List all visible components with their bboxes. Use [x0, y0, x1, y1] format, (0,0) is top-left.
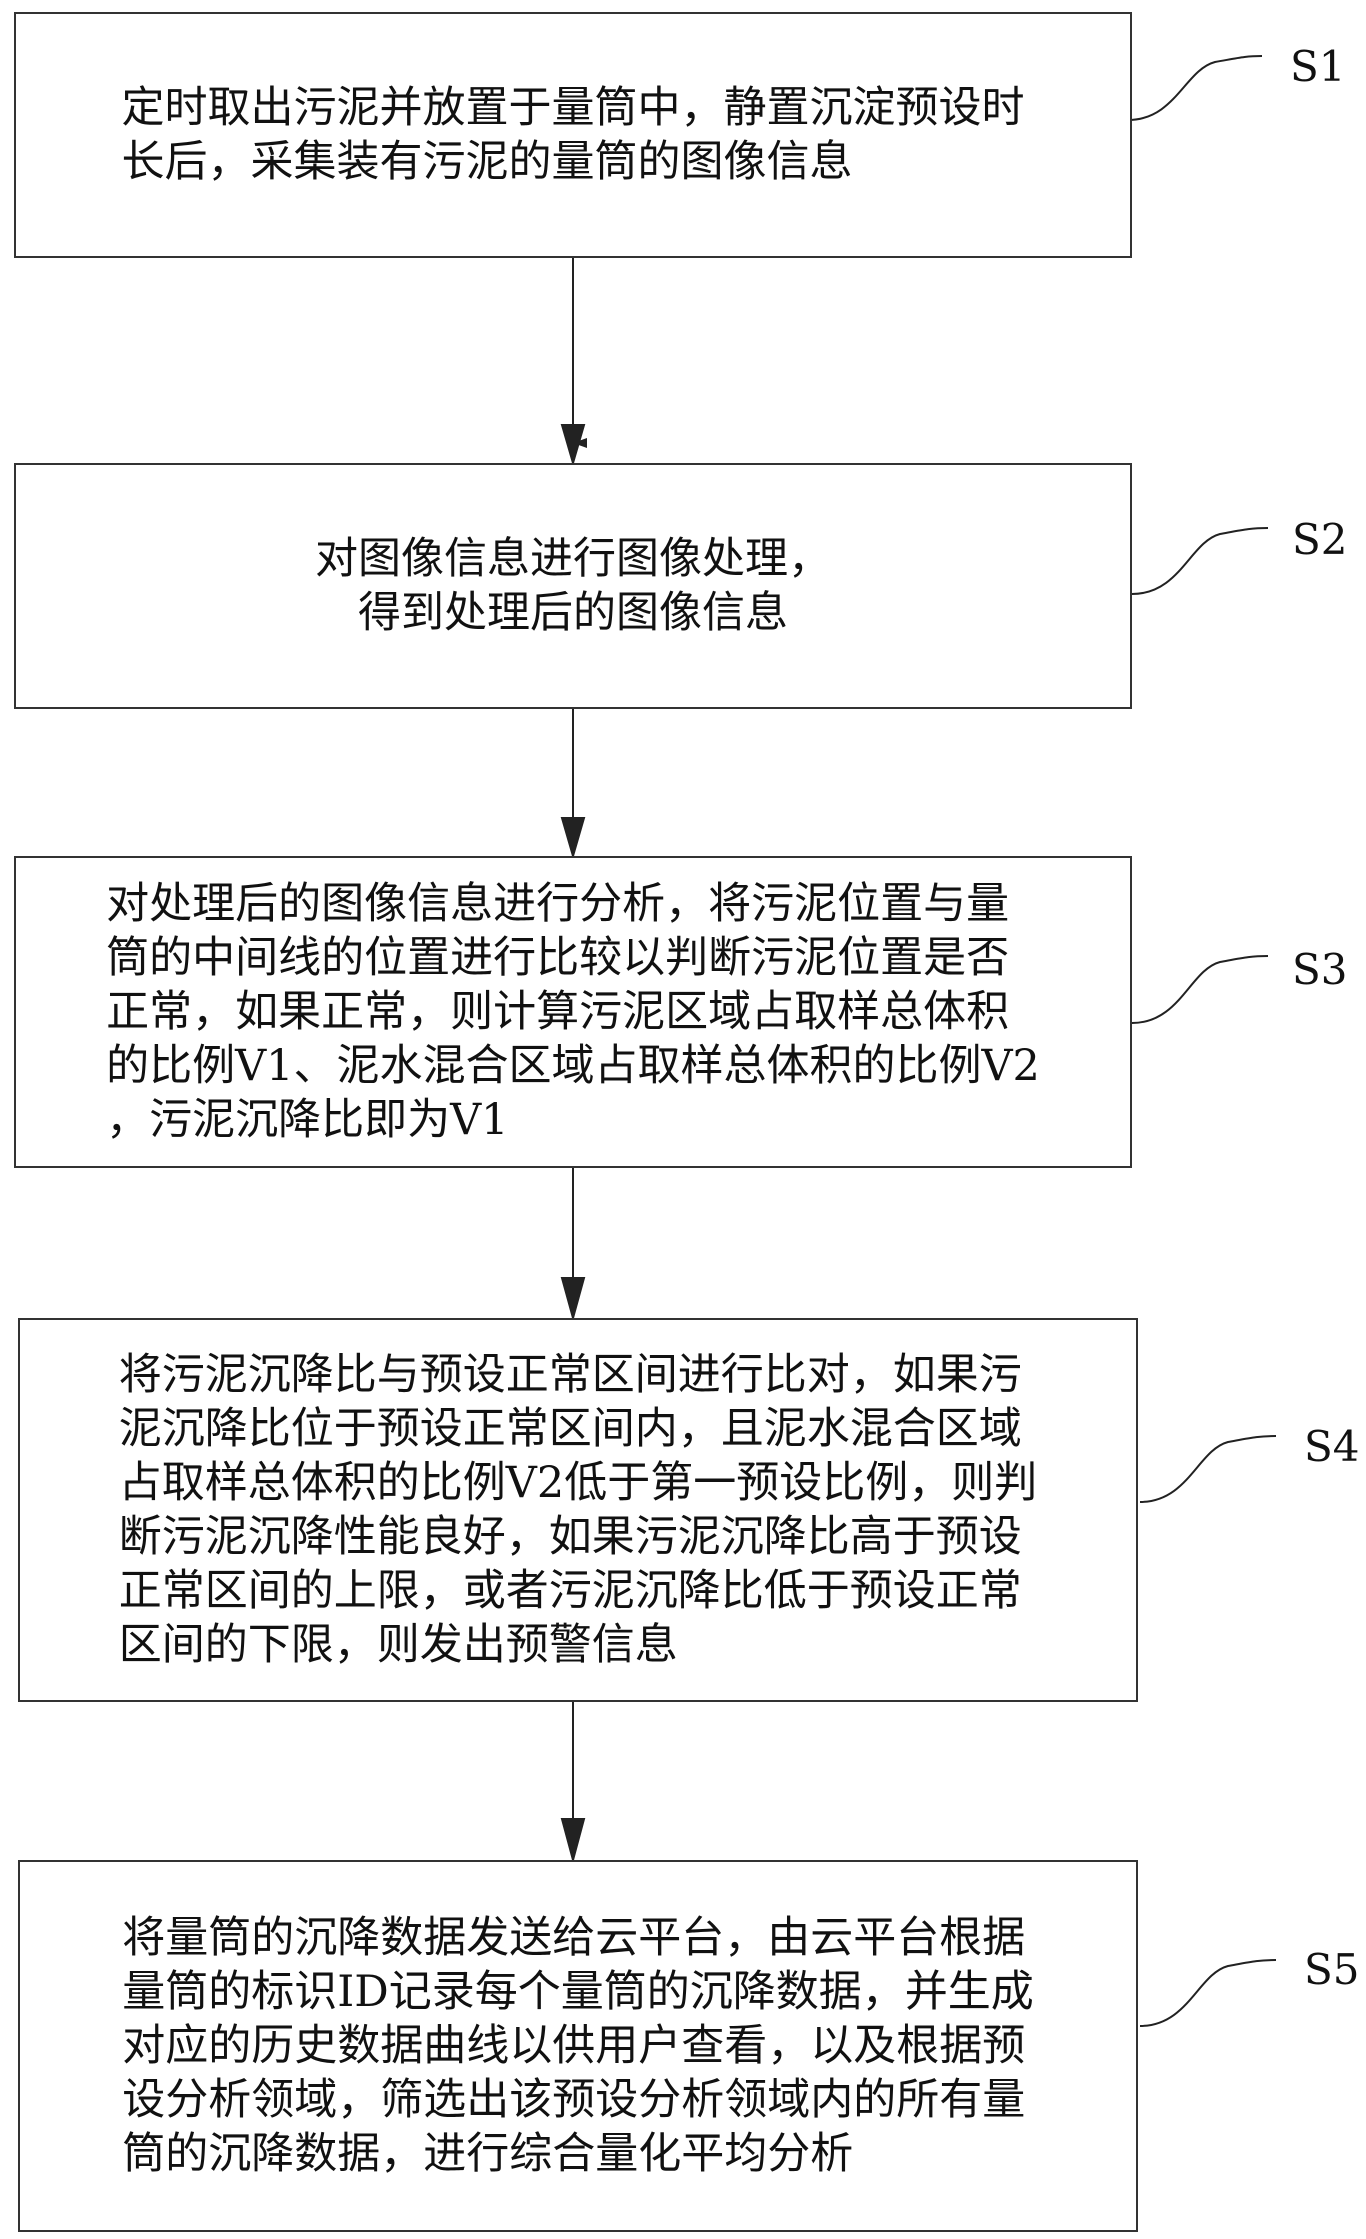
step-box-s1: 定时取出污泥并放置于量筒中，静置沉淀预设时 长后，采集装有污泥的量筒的图像信息 [14, 12, 1132, 258]
leader-s1 [1127, 55, 1263, 121]
step-label-s2: S2 [1292, 515, 1348, 564]
step-text-s2: 对图像信息进行图像处理， 得到处理后的图像信息 [315, 534, 831, 638]
leader-s4 [1139, 1435, 1277, 1503]
step-label-s4: S4 [1304, 1422, 1360, 1471]
step-text-s1: 定时取出污泥并放置于量筒中，静置沉淀预设时 长后，采集装有污泥的量筒的图像信息 [121, 83, 1025, 187]
step-text-s4: 将污泥沉降比与预设正常区间进行比对，如果污 泥沉降比位于预设正常区间内，且泥水混… [118, 1350, 1038, 1670]
step-label-s3: S3 [1292, 945, 1348, 994]
leader-s5 [1139, 1959, 1277, 2027]
step-box-s4: 将污泥沉降比与预设正常区间进行比对，如果污 泥沉降比位于预设正常区间内，且泥水混… [18, 1318, 1138, 1702]
step-label-s1: S1 [1290, 42, 1346, 91]
step-box-s3: 对处理后的图像信息进行分析，将污泥位置与量 筒的中间线的位置进行比较以判断污泥位… [14, 856, 1132, 1168]
step-label-s5: S5 [1304, 1945, 1360, 1994]
step-box-s5: 将量筒的沉降数据发送给云平台，由云平台根据 量筒的标识ID记录每个量筒的沉降数据… [18, 1860, 1138, 2232]
step-text-s3: 对处理后的图像信息进行分析，将污泥位置与量 筒的中间线的位置进行比较以判断污泥位… [106, 879, 1040, 1145]
leader-s3 [1131, 955, 1269, 1024]
leader-s2 [1131, 527, 1269, 595]
step-box-s2: 对图像信息进行图像处理， 得到处理后的图像信息 [14, 463, 1132, 709]
step-text-s5: 将量筒的沉降数据发送给云平台，由云平台根据 量筒的标识ID记录每个量筒的沉降数据… [122, 1913, 1034, 2179]
